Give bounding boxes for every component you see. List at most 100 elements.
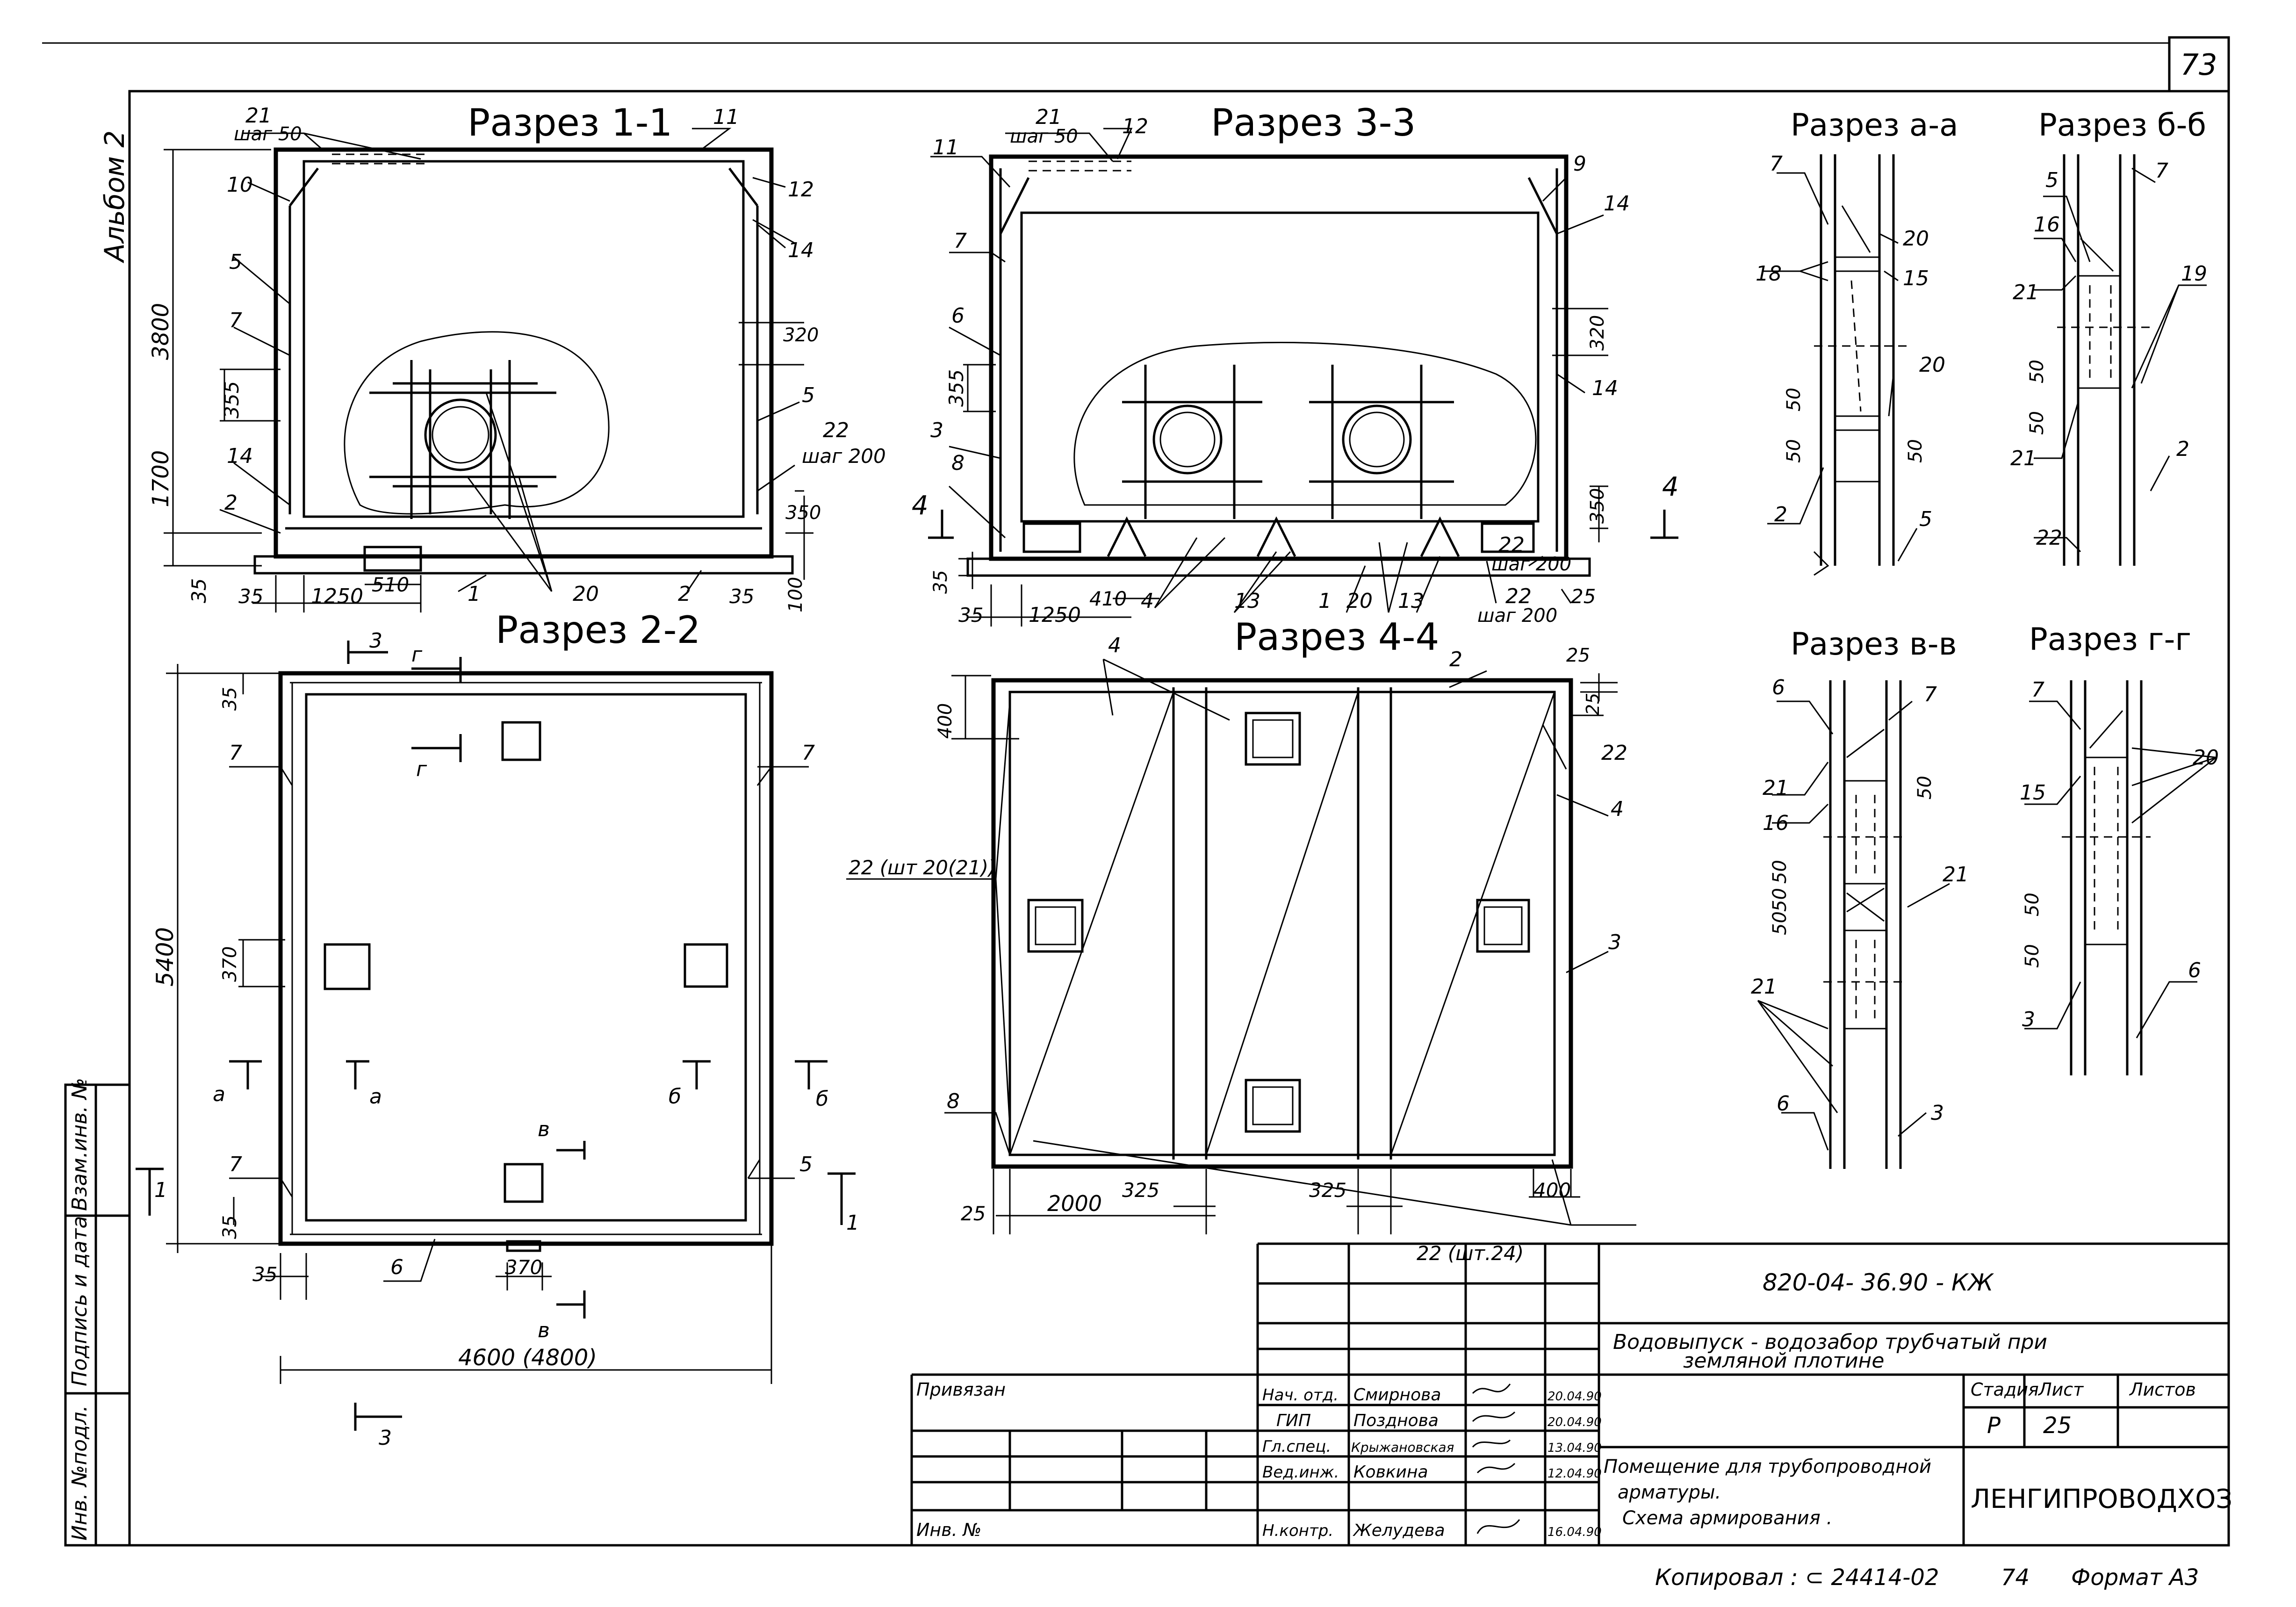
s33-callout-9: 9 — [1573, 152, 1586, 176]
s11-callout-1: 1 — [468, 582, 481, 606]
svv-callout-3: 3 — [1931, 1101, 1944, 1125]
s11-callout-10: 10 — [227, 173, 253, 197]
s44-callout-8: 8 — [947, 1089, 960, 1113]
s11-dim-350: 350 — [785, 502, 821, 524]
s22-mark-1a: 1 — [154, 1178, 167, 1202]
role-3: Вед.инж. — [1262, 1463, 1339, 1482]
s22-mark-a1: а — [213, 1082, 225, 1106]
s33-callout-4: 4 — [1141, 589, 1154, 613]
s11-base-slab — [253, 555, 794, 575]
svv-callout-6a: 6 — [1772, 676, 1785, 699]
saa-callout-5: 5 — [1919, 507, 1932, 531]
s33-dim-350: 350 — [1587, 488, 1608, 524]
s22-mark-a2: а — [369, 1085, 382, 1109]
sgg-callout-20: 20 — [2193, 746, 2219, 770]
s11-dim-1700: 1700 — [148, 450, 174, 507]
s33-callout-13b: 13 — [1398, 589, 1424, 613]
sgg-callout-15: 15 — [2020, 781, 2046, 805]
s22-callout-7b: 7 — [802, 741, 815, 765]
s11-callout-11: 11 — [713, 105, 739, 129]
date-4: 16.04.90 — [1547, 1525, 1602, 1539]
s22-mark-g1: г — [411, 643, 423, 667]
s22-dim-35b: 35 — [219, 1215, 241, 1239]
s11-callout-14a: 14 — [788, 238, 814, 262]
s33-callout-20: 20 — [1346, 589, 1373, 613]
s33-dim-35h: 35 — [930, 570, 951, 594]
project-title-1: Водовыпуск - водозабор трубчатый при — [1613, 1330, 2047, 1354]
page-number: 73 — [2181, 48, 2217, 82]
sbb-callout-7: 7 — [2155, 159, 2168, 183]
s22-dim-4600: 4600 (4800) — [458, 1345, 597, 1371]
s22-dim-370: 370 — [219, 946, 241, 982]
s33-callout-6: 6 — [951, 304, 964, 328]
s44-dim-25b: 25 — [1583, 693, 1603, 715]
s11-dim-510: 510 — [372, 573, 409, 596]
s44-dim-2000: 2000 — [1047, 1191, 1102, 1216]
s11-callout-5a: 5 — [229, 250, 242, 274]
svv-dim-50a: 50 — [1914, 776, 1936, 800]
s33-callout-22b: 22 — [1505, 584, 1532, 608]
svv-callout-7: 7 — [1924, 683, 1937, 706]
s11-inner — [302, 160, 745, 518]
s44-outline — [991, 678, 1573, 1169]
privyazan-label: Привязан — [916, 1379, 1006, 1400]
s33-callout-22a: 22 — [1498, 533, 1525, 557]
s11-callout-14b: 14 — [227, 444, 253, 468]
s11-dim-35a: 35 — [238, 585, 263, 608]
s11-dim-320: 320 — [783, 324, 819, 346]
role-2: Гл.спец. — [1262, 1437, 1331, 1456]
name-3: Ковкина — [1353, 1463, 1428, 1482]
section-4-4: Разрез 4-4 400 25 25 25 2000 325 325 400… — [846, 615, 1636, 1265]
stamp-podpis: Подпись и дата — [68, 1216, 92, 1386]
s33-callout-1: 1 — [1318, 589, 1332, 613]
s33-callout-14b: 14 — [1592, 376, 1618, 400]
footer-number: 74 — [2001, 1564, 2030, 1591]
sheet-value: 25 — [2043, 1412, 2072, 1439]
s44-callout-4b: 4 — [1611, 797, 1624, 821]
s22-mark-3a: 3 — [369, 629, 382, 653]
saa-dim-50a: 50 — [1783, 388, 1805, 411]
sheet-title-3: Схема армирования . — [1622, 1507, 1832, 1529]
s33-callout-3: 3 — [930, 418, 943, 442]
section-a-a: Разрез а-а 7 20 18 15 20 2 5 50 50 50 — [1756, 107, 1958, 576]
s22-mark-3b: 3 — [379, 1426, 392, 1450]
footer-format: Формат А3 — [2071, 1564, 2199, 1591]
name-2: Крыжановская — [1351, 1440, 1454, 1455]
s33-callout-shag200b: шаг 200 — [1477, 605, 1557, 627]
svv-callout-6b: 6 — [1777, 1092, 1790, 1116]
s22-outline — [278, 671, 774, 1246]
s11-callout-5b: 5 — [802, 383, 815, 407]
s44-callout-4a: 4 — [1108, 634, 1121, 657]
section-2-2-title: Разрез 2-2 — [496, 608, 700, 652]
stage-header: Стадия — [1971, 1379, 2039, 1400]
section-4-4-title: Разрез 4-4 — [1234, 615, 1439, 659]
sbb-callout-21a: 21 — [2013, 281, 2039, 304]
section-3-3: Разрез 3-3 355 35 35 1250 410 320 350 25… — [912, 101, 1679, 627]
s33-pipe-1 — [1152, 404, 1223, 475]
s11-callout-7: 7 — [229, 309, 242, 332]
saa-callout-15: 15 — [1903, 267, 1929, 290]
s44-inner — [1008, 691, 1556, 1156]
svv-callout-21a: 21 — [1763, 776, 1789, 800]
s11-dim-1250: 1250 — [311, 584, 363, 608]
saa-callout-2: 2 — [1774, 503, 1787, 526]
s33-callout-13a: 13 — [1234, 589, 1260, 613]
sbb-dim-50b: 50 — [2026, 411, 2048, 435]
s33-mark-4a: 4 — [912, 490, 928, 521]
sbb-callout-16: 16 — [2034, 213, 2060, 237]
s11-dim-355: 355 — [220, 381, 243, 418]
s22-callout-6: 6 — [390, 1255, 403, 1279]
s11-dim-100: 100 — [785, 577, 806, 613]
s44-callout-22-sht-20-21: 22 (шт 20(21)) — [849, 856, 996, 879]
s33-callout-11: 11 — [933, 136, 959, 159]
date-2: 13.04.90 — [1547, 1441, 1602, 1455]
svv-dim-50b: 50 — [1769, 860, 1791, 884]
s33-callout-12: 12 — [1122, 115, 1148, 138]
section-3-3-title: Разрез 3-3 — [1211, 101, 1416, 144]
s11-callout-21: 21 — [245, 104, 272, 128]
s22-mark-v1: в — [538, 1117, 550, 1141]
s33-callout-21: 21 — [1036, 105, 1062, 129]
saa-dim-50c: 50 — [1905, 439, 1926, 463]
s44-dim-400b: 400 — [1533, 1179, 1571, 1202]
s22-dim-35l: 35 — [252, 1263, 277, 1286]
